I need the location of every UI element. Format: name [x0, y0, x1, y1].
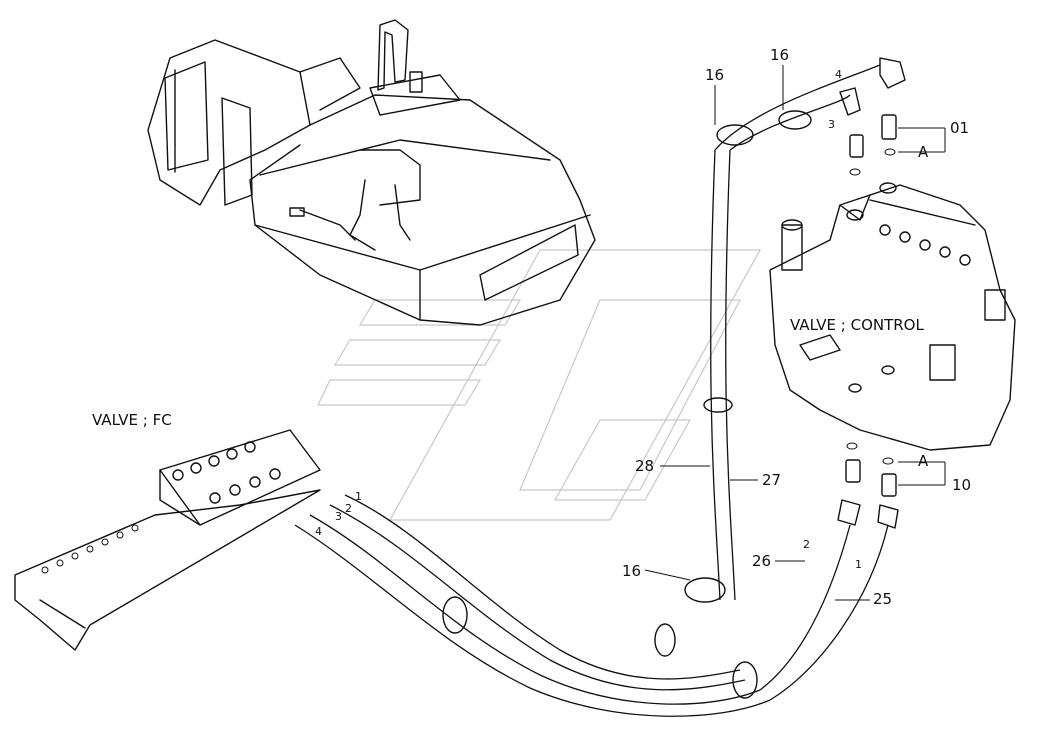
hose-number-top-3: 3: [828, 118, 835, 131]
label-ref-01: 01: [950, 119, 969, 137]
label-valve-control: VALVE ; CONTROL: [790, 316, 924, 334]
label-ref-a-bottom: A: [918, 452, 929, 470]
watermark-logo: [317, 249, 762, 521]
bracket-holes: [41, 524, 139, 574]
fc-valve-ports: [172, 441, 281, 504]
label-ref-16-top-left: 16: [705, 66, 724, 84]
label-valve-fc: VALVE ; FC: [92, 411, 172, 429]
label-ref-28: 28: [635, 457, 654, 475]
hose-number-bottom-1: 1: [855, 558, 862, 571]
label-ref-27: 27: [762, 471, 781, 489]
label-ref-16-top-right: 16: [770, 46, 789, 64]
hose-number-fc-4: 4: [315, 525, 322, 538]
clamps: [442, 110, 812, 699]
top-fittings: [839, 57, 906, 176]
label-ref-10: 10: [952, 476, 971, 494]
hose-bundle: [294, 64, 889, 717]
label-ref-26: 26: [752, 552, 771, 570]
hose-number-bottom-2: 2: [803, 538, 810, 551]
control-valve-illustration: [769, 182, 1016, 451]
leader-lines: [644, 65, 946, 601]
fc-valve-illustration: [14, 429, 321, 651]
hose-number-fc-3: 3: [335, 510, 342, 523]
hose-number-top-4: 4: [835, 68, 842, 81]
hose-number-fc-1: 1: [355, 490, 362, 503]
diagram-labels: VALVE ; CONTROL VALVE ; FC 01 10 16 16 1…: [92, 46, 971, 608]
excavator-illustration: [147, 19, 596, 326]
label-ref-16-bottom: 16: [622, 562, 641, 580]
label-ref-25: 25: [873, 590, 892, 608]
hose-number-fc-2: 2: [345, 502, 352, 515]
label-ref-a-top: A: [918, 143, 929, 161]
bottom-fittings: [837, 442, 899, 529]
